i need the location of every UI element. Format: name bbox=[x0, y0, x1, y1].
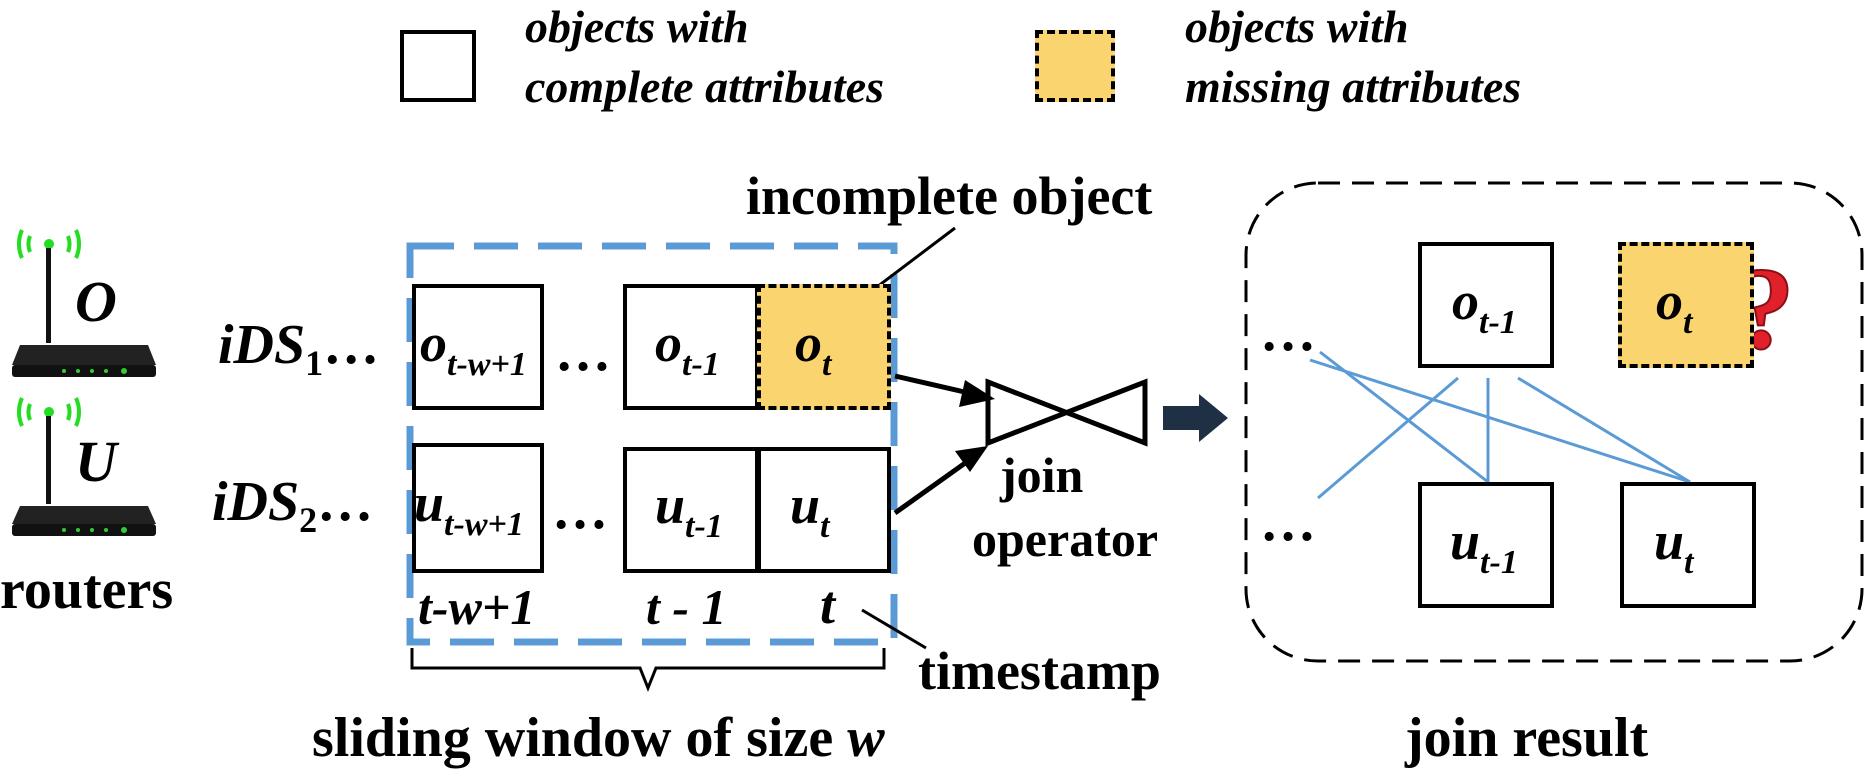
cell-u-first-text: ut-w+1 bbox=[414, 473, 524, 543]
join-result-label: join result bbox=[1405, 707, 1649, 769]
window-brace bbox=[410, 648, 886, 693]
cell-u-t bbox=[757, 447, 891, 573]
result-u-t-text: ut bbox=[1654, 511, 1694, 581]
result-u-t bbox=[1620, 482, 1756, 608]
cell-u-first bbox=[412, 443, 544, 573]
router-u-icon bbox=[12, 397, 156, 536]
join-operator-icon bbox=[985, 378, 1148, 447]
row1-middle-dots: … bbox=[555, 321, 611, 383]
legend-missing-line2: missing attributes bbox=[1185, 61, 1522, 112]
sliding-window-label: sliding window of size w bbox=[312, 707, 885, 769]
timestamp-prev: t - 1 bbox=[646, 579, 727, 635]
timestamp-first: t-w+1 bbox=[418, 579, 536, 635]
result-u-prev-text: ut-1 bbox=[1450, 511, 1518, 581]
join-links bbox=[1309, 350, 1691, 500]
arrow-head-bottom bbox=[955, 446, 988, 472]
cell-u-prev-text: ut-1 bbox=[655, 475, 723, 545]
result-o-prev-text: ot-1 bbox=[1452, 271, 1517, 341]
legend-complete-line1: objects with bbox=[525, 1, 749, 52]
stream-ids1-label: iDS1… bbox=[218, 314, 380, 384]
join-operator-label-line1: join bbox=[1000, 447, 1084, 503]
result-o-prev bbox=[1418, 242, 1554, 368]
cell-o-first-text: ot-w+1 bbox=[420, 313, 527, 383]
cell-o-prev-text: ot-1 bbox=[655, 313, 720, 383]
timestamp-pointer bbox=[861, 608, 927, 650]
routers-label: routers bbox=[0, 559, 174, 621]
result-dots-top: … bbox=[1260, 301, 1316, 363]
legend-complete-swatch bbox=[400, 30, 476, 102]
timestamp-label: timestamp bbox=[918, 641, 1161, 701]
result-dots-bottom: … bbox=[1260, 491, 1316, 553]
cell-o-first bbox=[412, 284, 544, 410]
incomplete-object-label: incomplete object bbox=[746, 166, 1153, 226]
join-result-border bbox=[1244, 181, 1864, 663]
sliding-window-border bbox=[406, 242, 898, 646]
router-o-icon bbox=[12, 229, 156, 377]
result-o-t-text: ot bbox=[1656, 271, 1693, 341]
cell-u-t-text: ut bbox=[790, 475, 830, 545]
legend-complete-line2: complete attributes bbox=[525, 61, 885, 112]
cell-o-t-text: ot bbox=[795, 313, 832, 383]
router-o-label: O bbox=[75, 269, 117, 334]
join-operator-label-line2: operator bbox=[972, 511, 1159, 567]
cell-o-t bbox=[757, 284, 891, 410]
row2-middle-dots: … bbox=[552, 479, 608, 541]
result-u-prev bbox=[1418, 482, 1554, 608]
legend-missing-swatch bbox=[1035, 30, 1115, 102]
router-u-label: U bbox=[75, 429, 117, 494]
result-o-t bbox=[1618, 242, 1754, 368]
stream-ids2-label: iDS2… bbox=[212, 471, 374, 541]
cell-o-prev bbox=[623, 284, 759, 410]
result-arrow-icon bbox=[1163, 394, 1228, 442]
timestamp-current: t bbox=[820, 575, 836, 635]
legend-missing-line1: objects with bbox=[1185, 1, 1409, 52]
